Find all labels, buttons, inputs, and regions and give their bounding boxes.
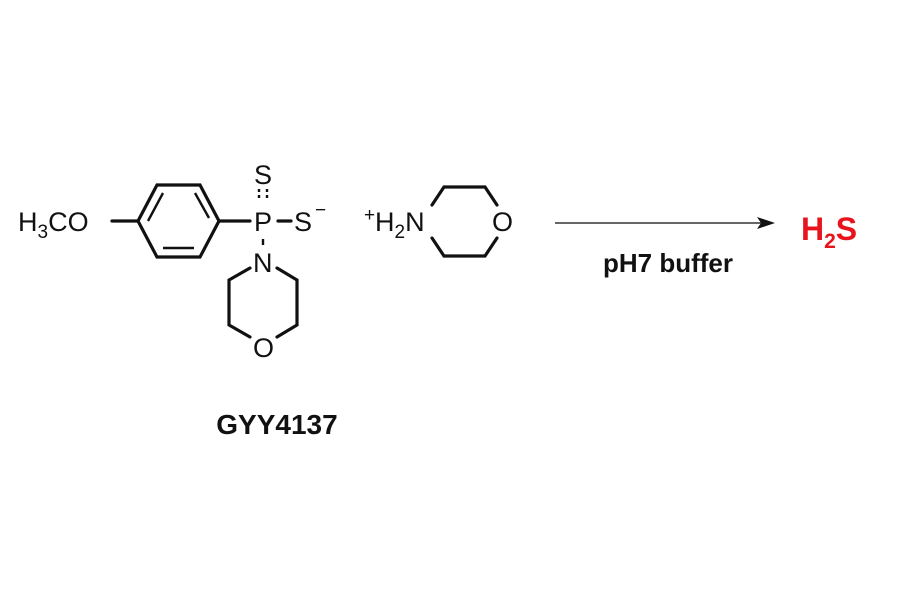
product-h2s: H2S xyxy=(801,211,857,253)
amide-nitrogen-atom: N xyxy=(253,248,273,278)
negative-charge: − xyxy=(315,200,326,221)
arrow-head-icon xyxy=(757,217,775,229)
thio-sulfur-atom: S xyxy=(254,160,272,190)
methoxy-label: H3CO xyxy=(18,207,89,243)
positive-charge: + xyxy=(364,205,375,226)
morpholinium-ring-top xyxy=(430,185,499,207)
double-bond xyxy=(193,192,211,219)
morpholinium-oxygen-atom: O xyxy=(492,207,513,237)
counterion-morpholinium: + H2N O xyxy=(364,185,513,258)
morpholine-ring-left xyxy=(227,266,252,339)
reaction-conditions: pH7 buffer xyxy=(603,248,733,278)
ammonium-label: H2N xyxy=(375,207,425,243)
double-bond xyxy=(146,192,165,222)
morpholine-oxygen-atom: O xyxy=(253,333,274,363)
morpholine-ring-right xyxy=(275,266,299,339)
morpholinium-ring-bottom xyxy=(430,236,499,258)
reaction-arrow xyxy=(555,217,775,229)
phosphorus-atom: P xyxy=(254,207,272,237)
reactant-gyy4137: H3CO P S S − N O xyxy=(18,160,326,363)
thiolate-sulfur-atom: S xyxy=(294,207,312,237)
benzene-ring xyxy=(136,183,221,259)
compound-label: GYY4137 xyxy=(216,409,337,440)
